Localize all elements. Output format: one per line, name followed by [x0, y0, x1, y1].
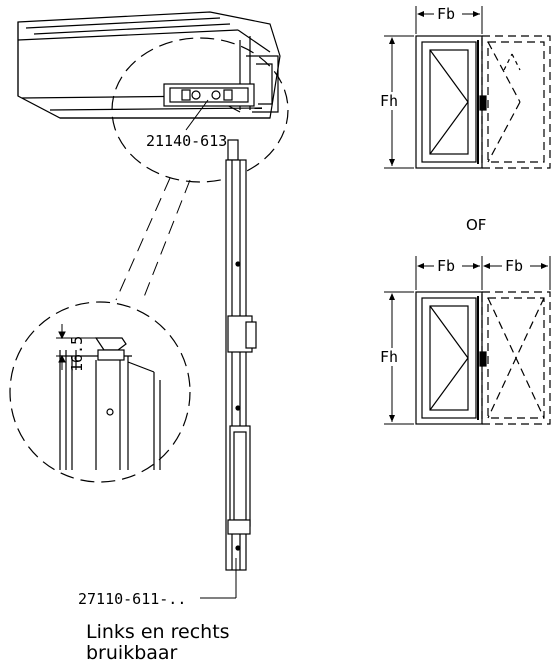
fb-label-top: Fb [437, 5, 455, 23]
leader-top [185, 99, 209, 131]
detail-circle-top [111, 37, 289, 183]
window-diagram-top [415, 35, 551, 169]
fh-label-bg-bottom [378, 348, 406, 366]
caption-line-2: bruikbaar [86, 642, 178, 664]
fh-label-bg-top [378, 92, 406, 110]
dimension-label: 16.5 [68, 336, 86, 372]
caption-line-1: Links en rechts [86, 621, 230, 643]
usage-caption: Links en rechts bruikbaar [86, 622, 230, 664]
detail-link-left [115, 177, 171, 301]
fh-label-top: Fh [380, 92, 398, 110]
detail-circle-bottom [9, 301, 191, 483]
fb-label-bg-1 [434, 257, 462, 275]
detail-view [59, 337, 161, 470]
fb-label-bottom-right: Fb [505, 257, 523, 275]
fb-label-bottom-left: Fb [437, 257, 455, 275]
part-number-top: 21140-613 [146, 132, 227, 150]
espagnolette-rod [225, 139, 257, 571]
or-label: OF [466, 216, 486, 234]
lock-keeper [163, 83, 255, 107]
detail-link-right [141, 179, 191, 303]
window-diagram-bottom [415, 291, 551, 425]
part-number-bottom: 27110-611-.. [78, 590, 186, 608]
fb-label-bg [434, 5, 462, 23]
dimension-16-5 [56, 324, 96, 370]
fh-label-bottom: Fh [380, 348, 398, 366]
fb-label-bg-2 [502, 257, 530, 275]
